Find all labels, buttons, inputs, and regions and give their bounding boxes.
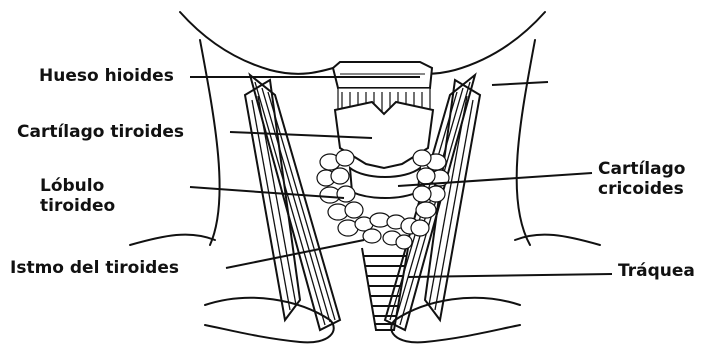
label-traquea: Tráquea <box>618 261 695 281</box>
label-lobulo-tiroideo: Lóbulo tiroideo <box>40 176 115 217</box>
label-lobulo-line1: Lóbulo <box>40 176 115 196</box>
label-cartilago-cricoides: Cartílago cricoides <box>598 159 685 200</box>
hyoid-bone <box>333 62 432 88</box>
label-cricoides-line2: cricoides <box>598 179 685 199</box>
label-hueso-hioides: Hueso hioides <box>39 66 174 86</box>
left-neck-outline <box>200 40 220 245</box>
label-cricoides-line1: Cartílago <box>598 159 685 179</box>
leader-right-muscle <box>492 82 548 85</box>
cricoid-cartilage <box>350 168 420 198</box>
label-istmo: Istmo del tiroides <box>10 258 179 278</box>
right-clavicle <box>391 298 520 343</box>
left-shoulder-outline <box>130 235 215 245</box>
label-cartilago-tiroides: Cartílago tiroides <box>17 122 184 142</box>
leader-traquea <box>408 274 612 277</box>
left-clavicle <box>205 298 334 343</box>
right-neck-outline <box>517 40 535 245</box>
label-lobulo-line2: tiroideo <box>40 196 115 216</box>
